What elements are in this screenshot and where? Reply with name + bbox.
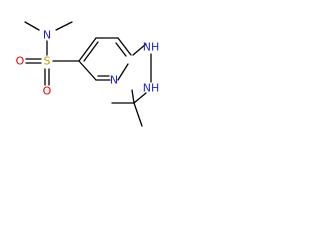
atom-o-lower: O [43,85,52,98]
ring-bond-3 [117,37,132,56]
bond-ring-nh [132,43,147,56]
atom-n-amine: N [43,29,51,42]
ring-bond-4 [117,63,129,81]
atom-n-pyridine: N [110,74,118,87]
ring-bond-6 [78,60,97,81]
bond-n-methyl-right [55,21,73,31]
structure-diagram: N S O O N NH NH [16,21,160,127]
ring-bond-1-inner [83,41,99,62]
ring-bond-3-inner [115,42,127,57]
atom-nh-second: NH [143,82,160,95]
bond-n-methyl-left [24,21,40,31]
atom-o-upper: O [16,55,25,68]
tbutyl-methyl-down [133,102,143,127]
atom-nh-first: NH [143,41,160,54]
tbutyl-methyl-up [131,89,135,104]
ring-bond-1 [78,37,97,62]
bond-nh-tbutyl [133,92,147,104]
atom-s-sulfonyl: S [44,55,51,68]
